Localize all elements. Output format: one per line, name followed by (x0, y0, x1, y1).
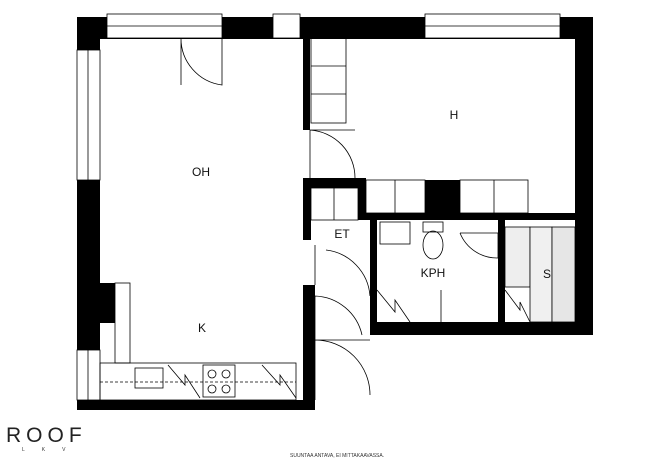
room-label-k: K (197, 321, 207, 335)
brand-logo: ROOF (6, 424, 87, 447)
room-label-s: S (542, 267, 552, 281)
windows (76, 13, 561, 401)
room-label-kph: KPH (420, 266, 446, 280)
walls (77, 17, 593, 410)
brand-logo-sub: LKV (22, 447, 83, 453)
room-label-et: ET (334, 227, 350, 241)
room-label-oh: OH (192, 165, 210, 179)
room-label-h: H (449, 108, 459, 122)
doors (180, 37, 499, 400)
furniture (99, 37, 576, 401)
disclaimer: SUUNTAA ANTAVA, EI MITTAKAAVASSA. (290, 453, 385, 459)
